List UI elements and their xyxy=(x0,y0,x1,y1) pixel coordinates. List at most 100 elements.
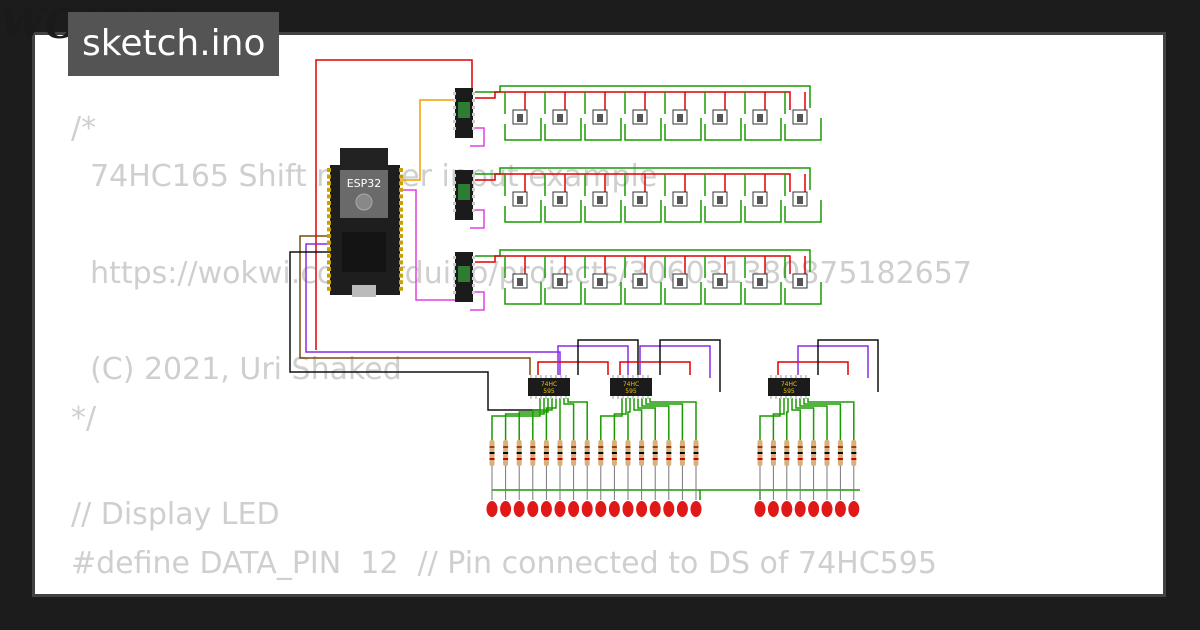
wire xyxy=(817,339,879,392)
resistor-band xyxy=(530,446,536,448)
resistor-band xyxy=(543,452,549,454)
wire xyxy=(619,361,691,375)
wire xyxy=(649,398,697,440)
esp32-board[interactable]: ESP32 xyxy=(327,148,403,297)
pin xyxy=(399,194,403,199)
led xyxy=(527,501,539,517)
wire xyxy=(744,282,782,305)
resistor-band xyxy=(784,458,790,460)
pin xyxy=(399,247,403,252)
pin xyxy=(770,396,772,399)
shift-register-74hc595 xyxy=(768,378,810,396)
resistor-band xyxy=(598,452,604,454)
pin xyxy=(565,375,567,378)
led xyxy=(636,501,648,517)
push-button-knob xyxy=(797,196,803,204)
led xyxy=(649,501,661,517)
wire xyxy=(475,255,791,274)
pin xyxy=(327,194,331,199)
push-button-knob xyxy=(557,278,563,286)
led xyxy=(554,501,566,517)
wire xyxy=(664,200,702,223)
resistor-band xyxy=(757,452,763,454)
pin xyxy=(545,396,547,399)
resistor-band xyxy=(811,446,817,448)
led xyxy=(663,501,675,517)
wire xyxy=(537,361,609,375)
pin xyxy=(627,375,629,378)
pin xyxy=(453,127,456,130)
pin xyxy=(453,256,456,259)
resistor-band xyxy=(666,446,672,448)
pin xyxy=(560,396,562,399)
push-button-knob xyxy=(557,196,563,204)
shift-register-74hc595 xyxy=(610,378,652,396)
wire xyxy=(470,291,485,311)
push-button-knob xyxy=(517,196,523,204)
resistor-band xyxy=(625,458,631,460)
wire xyxy=(475,167,811,190)
resistor-band xyxy=(625,446,631,448)
resistor-band xyxy=(571,458,577,460)
pin xyxy=(632,396,634,399)
pin xyxy=(453,99,456,102)
pin xyxy=(453,120,456,123)
pin xyxy=(327,240,331,245)
resistor-band xyxy=(770,446,776,448)
pin xyxy=(399,267,403,271)
resistor-band xyxy=(811,452,817,454)
resistor-band xyxy=(557,452,563,454)
pin xyxy=(453,195,456,198)
pin xyxy=(790,375,792,378)
pin xyxy=(399,240,403,245)
wire xyxy=(545,398,557,440)
wire xyxy=(315,59,473,350)
pin xyxy=(642,375,644,378)
resistor-band xyxy=(757,458,763,460)
pin xyxy=(617,396,619,399)
pin xyxy=(472,174,475,177)
pin xyxy=(472,181,475,184)
wire xyxy=(659,339,721,392)
wire xyxy=(305,243,561,375)
pin xyxy=(472,99,475,102)
pin xyxy=(535,375,537,378)
wire xyxy=(475,91,791,110)
resistor-band xyxy=(571,446,577,448)
led xyxy=(486,501,498,517)
pin xyxy=(327,174,331,179)
resistor-band xyxy=(639,446,645,448)
led xyxy=(581,501,593,517)
resistor-band xyxy=(679,452,685,454)
pin xyxy=(535,396,537,399)
wire xyxy=(803,398,842,440)
resistor-band xyxy=(652,458,658,460)
wire xyxy=(584,118,622,141)
pin xyxy=(399,201,403,205)
pin xyxy=(327,181,331,186)
chip-label: 595 xyxy=(625,388,637,395)
resistor-band xyxy=(797,452,803,454)
wire xyxy=(470,209,485,229)
resistor-band xyxy=(584,452,590,454)
resistor-band xyxy=(666,458,672,460)
wire xyxy=(491,398,541,440)
resistor-band xyxy=(557,458,563,460)
pin xyxy=(647,396,649,399)
resistor-band xyxy=(784,452,790,454)
led xyxy=(690,501,702,517)
resistor-band xyxy=(824,452,830,454)
wire xyxy=(613,398,627,440)
pin xyxy=(775,396,777,399)
file-title[interactable]: sketch.ino xyxy=(68,12,280,76)
resistor-band xyxy=(679,458,685,460)
pin xyxy=(327,168,331,172)
pin xyxy=(327,253,331,258)
esp32-label: ESP32 xyxy=(347,177,382,190)
led xyxy=(821,501,833,517)
resistor-band xyxy=(666,452,672,454)
pin xyxy=(399,253,403,258)
led xyxy=(808,501,820,517)
wire xyxy=(807,398,855,440)
wire xyxy=(544,200,582,223)
